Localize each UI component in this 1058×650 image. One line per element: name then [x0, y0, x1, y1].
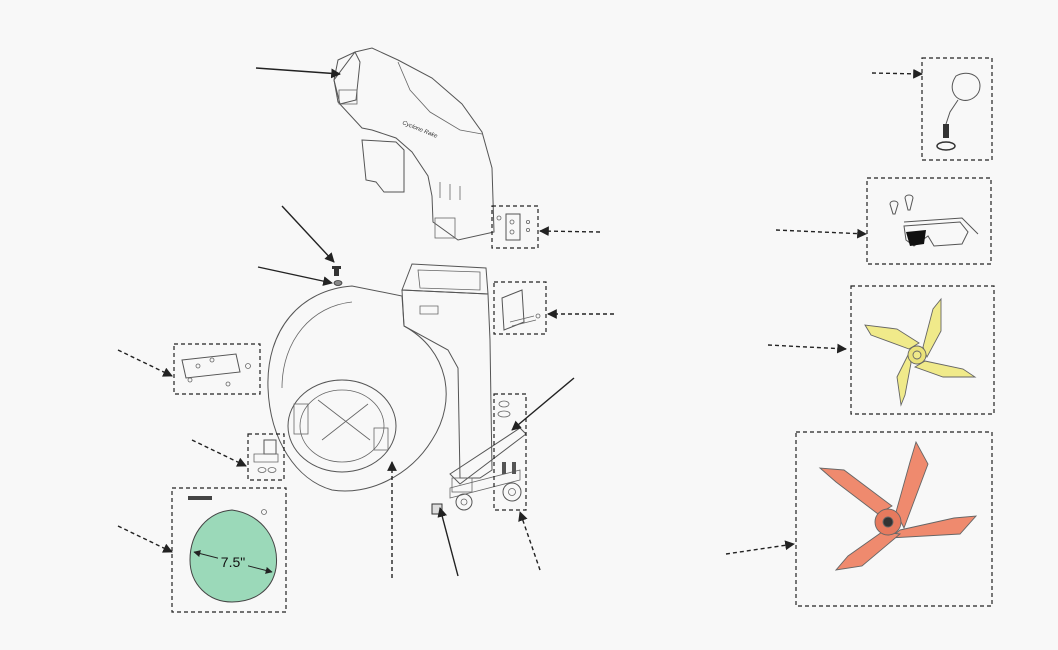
shifter-knob-icon — [936, 72, 981, 151]
base-rail — [449, 427, 527, 485]
housing-outline — [267, 285, 447, 492]
caster-wheel-right — [502, 482, 522, 502]
detail-box-latch — [491, 205, 539, 249]
detail-box-caster — [493, 393, 527, 511]
detail-box-impeller-small — [850, 285, 995, 415]
inlet-ring — [287, 379, 397, 473]
detail-box-strap — [173, 343, 261, 395]
caster-hardware — [497, 400, 516, 474]
hinge-bracket — [501, 289, 541, 331]
leader-arrows-dashed — [117, 68, 923, 578]
hood-mouth — [333, 51, 361, 105]
safety-glasses-icon — [889, 194, 979, 247]
caster-wheel-left — [455, 493, 473, 511]
intake-hood: Cyclone Rake — [333, 47, 495, 241]
hood-clip — [434, 217, 456, 239]
detail-box-knob — [921, 57, 993, 161]
mount-strap — [181, 353, 251, 387]
detail-box-glasses — [866, 177, 992, 265]
leader-arrows-solid — [255, 67, 575, 577]
measurement-label: 7.5" — [221, 554, 245, 570]
latch-hardware — [496, 213, 531, 241]
blower-housing — [267, 285, 447, 492]
detail-box-hinge — [493, 281, 547, 335]
bolt-and-washer — [332, 266, 343, 286]
inlet-bracket-right — [373, 427, 389, 451]
caster-mount — [451, 477, 473, 493]
inlet-plate: 7.5" — [188, 496, 278, 603]
hood-brand: Cyclone Rake — [401, 120, 438, 140]
small-bracket — [253, 439, 279, 473]
detail-box-bracket — [247, 433, 285, 481]
impeller-large — [818, 440, 978, 571]
inlet-bracket-left — [293, 403, 309, 435]
frame-column — [401, 263, 527, 511]
inlet-inner — [299, 389, 385, 463]
hood-body — [333, 47, 495, 241]
hood-latch — [338, 89, 358, 105]
column-body — [401, 289, 493, 479]
impeller-small — [864, 297, 977, 407]
detail-box-impeller-large — [795, 431, 993, 607]
hood-duct — [361, 139, 405, 193]
